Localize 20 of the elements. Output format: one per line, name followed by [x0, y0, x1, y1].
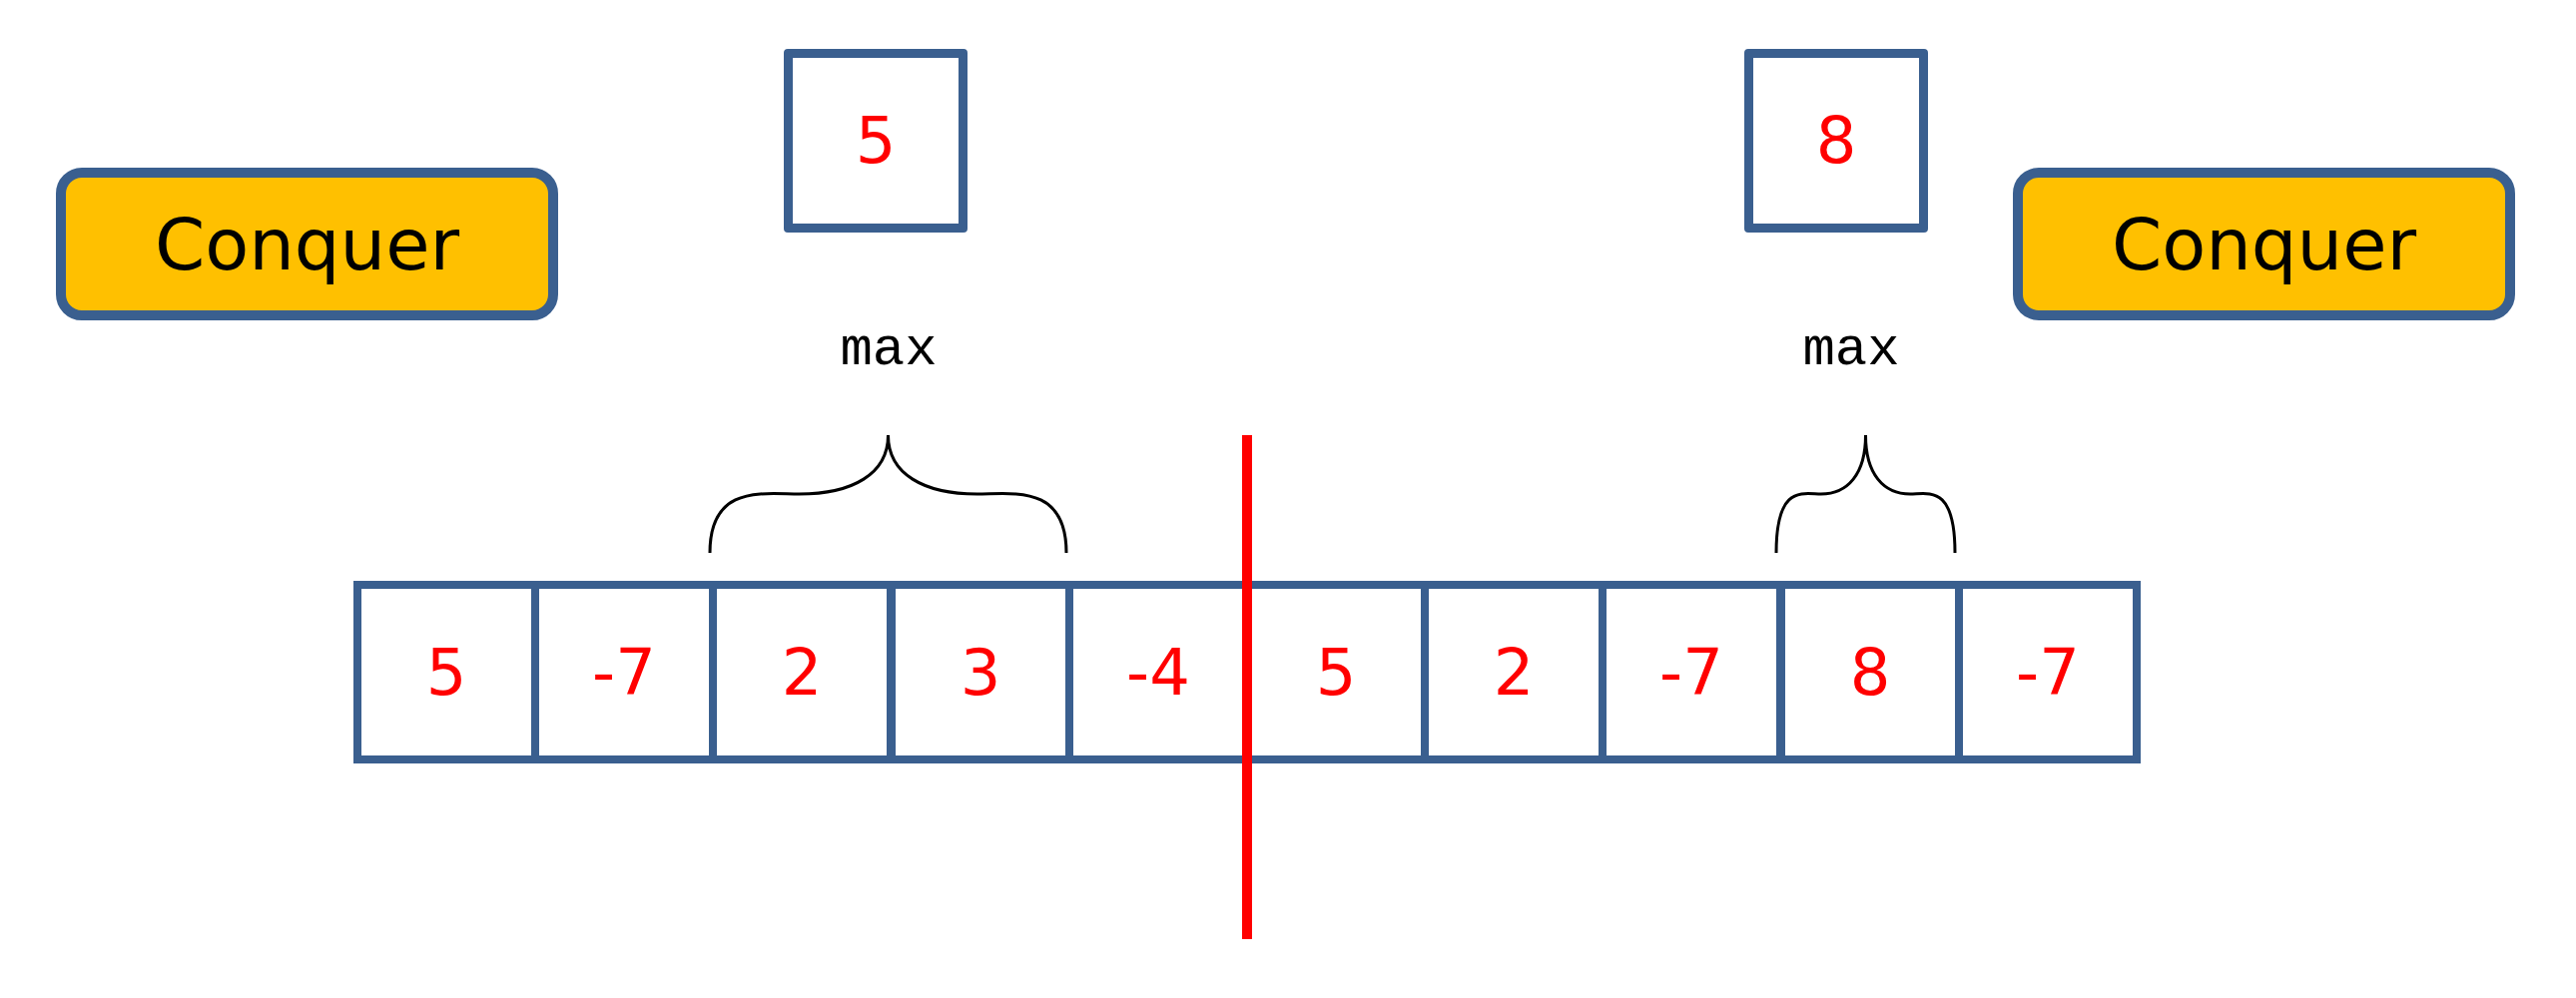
conquer-box — [56, 168, 558, 320]
function-label: max — [840, 319, 938, 380]
result-box — [1744, 49, 1928, 233]
number-value: 5 — [855, 104, 897, 178]
number-value: -7 — [1659, 635, 1723, 710]
step-label: Conquer — [154, 202, 460, 286]
function-label: max — [1802, 319, 1900, 380]
number-value: 8 — [1849, 635, 1891, 710]
number-value: 5 — [1315, 635, 1357, 710]
step-label: Conquer — [2111, 202, 2417, 286]
conquer-box — [2013, 168, 2515, 320]
number-value: 8 — [1815, 104, 1857, 178]
number-value: 2 — [781, 635, 823, 710]
number-value: -7 — [2016, 635, 2080, 710]
result-box — [784, 49, 967, 233]
number-value: -4 — [1126, 635, 1190, 710]
number-value: 2 — [1493, 635, 1535, 710]
number-value: 5 — [425, 635, 467, 710]
number-value: 3 — [960, 635, 1001, 710]
number-value: -7 — [592, 635, 656, 710]
